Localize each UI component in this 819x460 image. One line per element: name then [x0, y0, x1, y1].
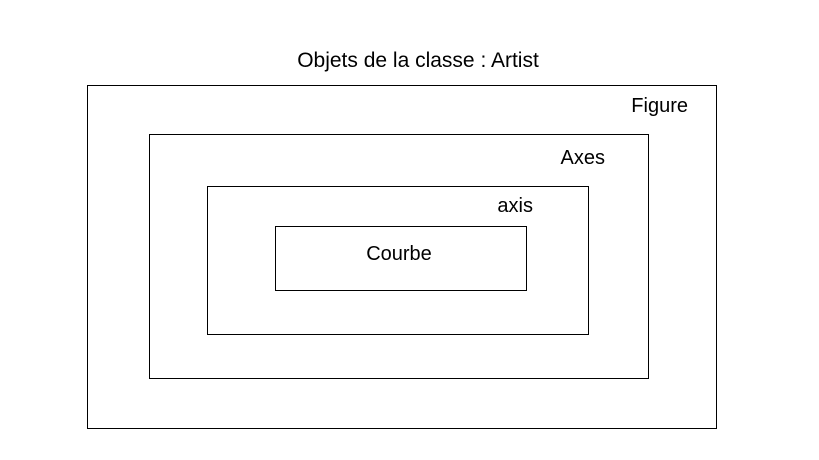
figure-box: Figure [87, 85, 717, 429]
figure-label: Figure [631, 95, 688, 117]
diagram-title: Objets de la classe : Artist [297, 49, 539, 72]
courbe-label: Courbe [366, 243, 432, 265]
axis-box: axis [207, 186, 589, 335]
courbe-box: Courbe [275, 226, 527, 291]
axes-box: Axes [149, 134, 649, 379]
axis-label: axis [497, 195, 533, 217]
axes-label: Axes [560, 147, 605, 169]
